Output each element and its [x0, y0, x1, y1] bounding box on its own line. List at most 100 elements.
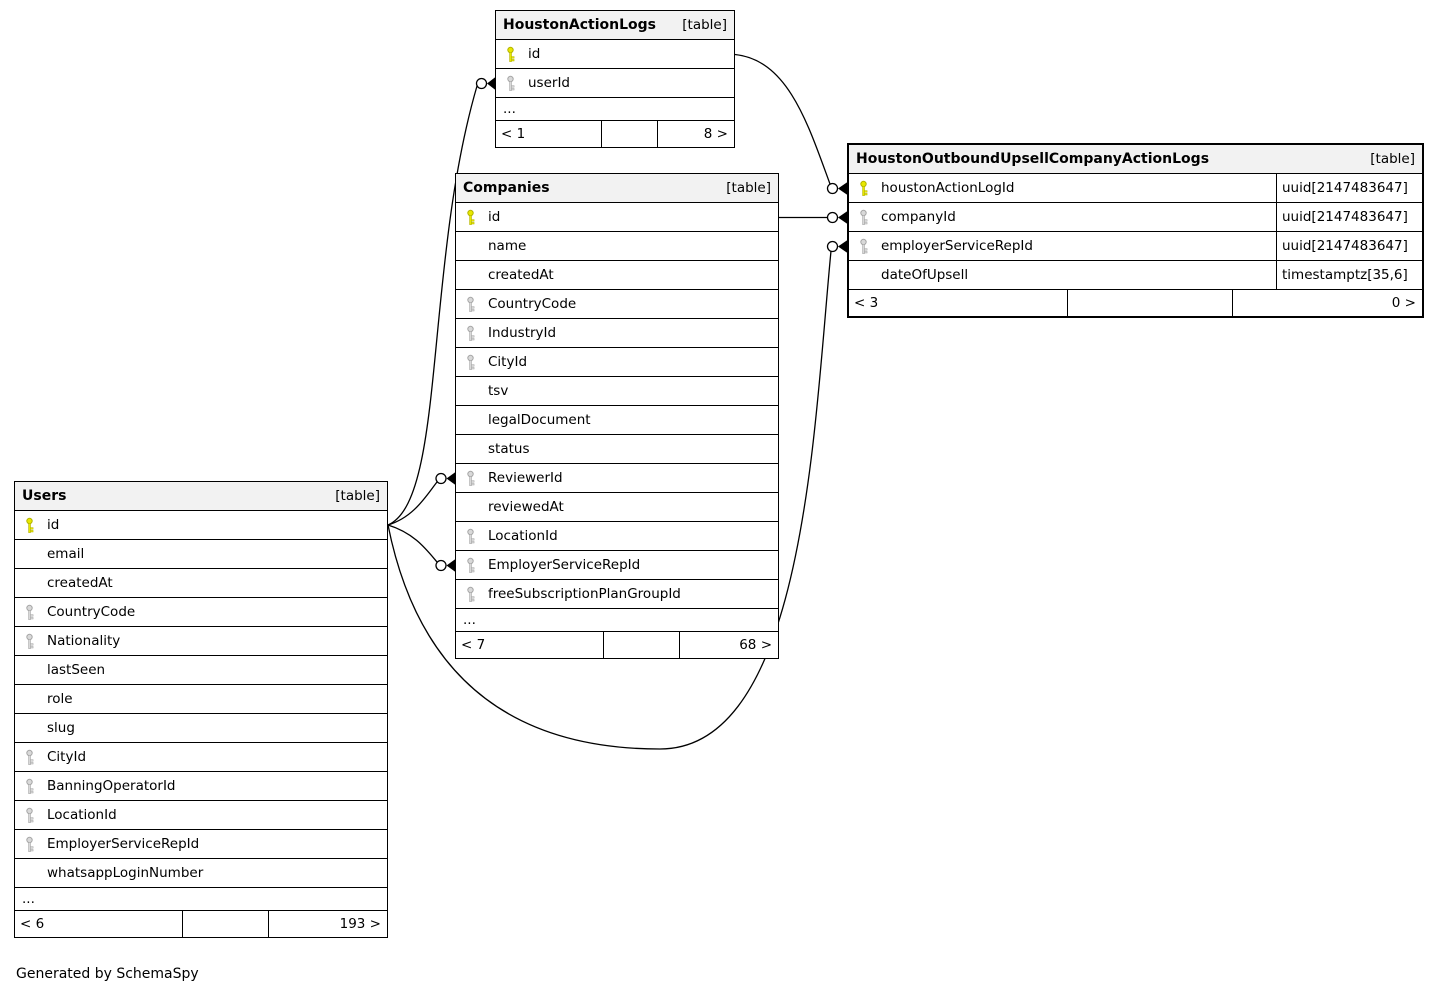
column-row-email: email — [15, 540, 387, 569]
column-row-whatsapploginnumber: whatsappLoginNumber — [15, 859, 387, 888]
column-name: IndustryId — [488, 325, 557, 341]
column-row-countrycode: CountryCode — [456, 290, 778, 319]
column-name: legalDocument — [488, 412, 591, 428]
crow-foot-arrow — [838, 240, 848, 253]
footer-spacer — [1067, 290, 1232, 316]
foreign-key-icon — [507, 75, 515, 91]
column-name: employerServiceRepId — [881, 238, 1033, 254]
column-row-employerservicerepid: EmployerServiceRepId — [15, 830, 387, 859]
zero-or-one-circle — [435, 472, 447, 485]
ellipsis-text: ... — [463, 612, 476, 628]
column-name: dateOfUpsell — [881, 267, 969, 283]
foreign-key-icon — [467, 528, 475, 544]
column-row-id: id — [15, 511, 387, 540]
table-header[interactable]: HoustonActionLogs [table] — [496, 11, 734, 40]
crow-foot-arrow — [446, 472, 456, 485]
child-count: 0 > — [1232, 290, 1422, 316]
foreign-key-icon — [467, 586, 475, 602]
zero-or-one-circle — [435, 559, 447, 572]
footer-spacer — [601, 121, 657, 147]
table-footer: < 7 68 > — [456, 632, 778, 658]
column-row-lastseen: lastSeen — [15, 656, 387, 685]
foreign-key-icon — [26, 836, 34, 852]
column-name: id — [528, 46, 541, 62]
crow-foot-arrow — [446, 559, 456, 572]
table-header[interactable]: HoustonOutboundUpsellCompanyActionLogs[t… — [849, 145, 1422, 174]
foreign-key-icon — [26, 604, 34, 620]
column-name: createdAt — [47, 575, 113, 591]
column-type: uuid[2147483647] — [1276, 232, 1422, 260]
foreign-key-icon — [467, 470, 475, 486]
column-name: role — [47, 691, 73, 707]
zero-or-one-circle — [826, 182, 839, 195]
column-row-legaldocument: legalDocument — [456, 406, 778, 435]
foreign-key-icon — [26, 807, 34, 823]
column-name: lastSeen — [47, 662, 106, 678]
foreign-key-icon — [860, 209, 868, 225]
table-node-houstonoutboundupsellcompanyactionlogs[interactable]: HoustonOutboundUpsellCompanyActionLogs[t… — [847, 143, 1424, 318]
column-row-name: name — [456, 232, 778, 261]
hidden-columns-ellipsis: ... — [496, 98, 734, 121]
column-row-locationid: LocationId — [15, 801, 387, 830]
table-tag: [table] — [682, 17, 727, 33]
column-name: BanningOperatorId — [47, 778, 176, 794]
primary-key-icon — [467, 209, 475, 225]
column-row-userid: userId — [496, 69, 734, 98]
column-type: uuid[2147483647] — [1276, 203, 1422, 231]
footer-spacer — [603, 632, 679, 658]
column-row-dateofupsell: dateOfUpsell timestamptz[35,6] — [849, 261, 1422, 290]
column-name: name — [488, 238, 527, 254]
column-row-cityid: CityId — [15, 743, 387, 772]
table-header[interactable]: Companies[table] — [456, 174, 778, 203]
foreign-key-icon — [26, 749, 34, 765]
foreign-key-icon — [860, 238, 868, 254]
column-row-createdat: createdAt — [15, 569, 387, 598]
child-count: 68 > — [679, 632, 778, 658]
zero-or-one-circle — [826, 240, 839, 253]
parent-count: < 3 — [854, 295, 879, 311]
ellipsis-text: ... — [22, 891, 35, 907]
column-type: timestamptz[35,6] — [1276, 261, 1422, 289]
column-row-countrycode: CountryCode — [15, 598, 387, 627]
foreign-key-icon — [467, 354, 475, 370]
zero-or-one-circle — [475, 77, 488, 90]
crow-foot-arrow — [838, 182, 848, 195]
column-name: LocationId — [488, 528, 558, 544]
hidden-columns-ellipsis: ... — [15, 888, 387, 911]
footer-spacer — [182, 911, 268, 937]
relationship-line-users-id-to-upsell-employerservicerepid — [387, 250, 832, 750]
table-header[interactable]: Users[table] — [15, 482, 387, 511]
column-row-freesubscriptionplangroupid: freeSubscriptionPlanGroupId — [456, 580, 778, 609]
table-title: Users — [22, 488, 67, 504]
column-row-cityid: CityId — [456, 348, 778, 377]
column-row-employerservicerepid: employerServiceRepId uuid[2147483647] — [849, 232, 1422, 261]
column-name: CityId — [488, 354, 528, 370]
crow-foot-arrow — [838, 211, 848, 224]
table-title: HoustonActionLogs — [503, 17, 657, 33]
relationship-line-users-id-to-houstonactionlogs-userid — [387, 85, 478, 526]
column-row-employerservicerepid: EmployerServiceRepId — [456, 551, 778, 580]
zero-or-one-circle — [826, 211, 839, 224]
column-row-nationality: Nationality — [15, 627, 387, 656]
relationship-line-houstonactionlogs-id-to-upsell-houstonactionlogid — [734, 53, 831, 185]
column-name: CityId — [47, 749, 87, 765]
parent-count: < 7 — [461, 637, 486, 653]
column-row-id: id — [496, 40, 734, 69]
column-name: slug — [47, 720, 75, 736]
column-name: EmployerServiceRepId — [47, 836, 200, 852]
column-name: houstonActionLogId — [881, 180, 1015, 196]
column-name: createdAt — [488, 267, 554, 283]
primary-key-icon — [507, 46, 515, 62]
column-name: LocationId — [47, 807, 117, 823]
table-tag: [table] — [1370, 151, 1415, 167]
column-name: Nationality — [47, 633, 121, 649]
column-name: companyId — [881, 209, 956, 225]
column-row-createdat: createdAt — [456, 261, 778, 290]
crow-foot-arrow — [487, 77, 496, 90]
